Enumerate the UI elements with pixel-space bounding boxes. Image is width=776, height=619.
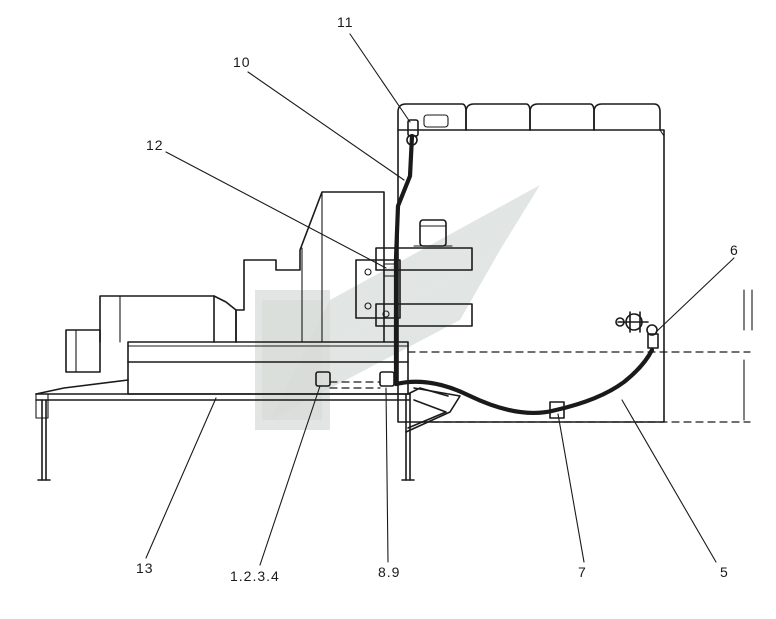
callout-1-2-3-4: 1.2.3.4 — [230, 568, 280, 584]
callout-10: 10 — [233, 54, 251, 70]
callout-11: 11 — [337, 14, 354, 30]
mounting-bracket — [355, 247, 473, 327]
watermark-logo — [255, 185, 540, 430]
leader-lines — [145, 33, 735, 566]
phantom-outline — [407, 289, 753, 423]
cable-assembly — [393, 119, 659, 433]
base-frame — [35, 341, 449, 481]
callout-12: 12 — [146, 137, 164, 153]
callout-8-9: 8.9 — [378, 564, 401, 580]
frame-connectors — [315, 371, 395, 389]
callout-13: 13 — [136, 560, 154, 576]
filler-cap — [413, 219, 453, 247]
callout-6: 6 — [730, 242, 739, 258]
callout-5: 5 — [720, 564, 729, 580]
engine — [65, 191, 385, 373]
callout-7: 7 — [578, 564, 587, 580]
